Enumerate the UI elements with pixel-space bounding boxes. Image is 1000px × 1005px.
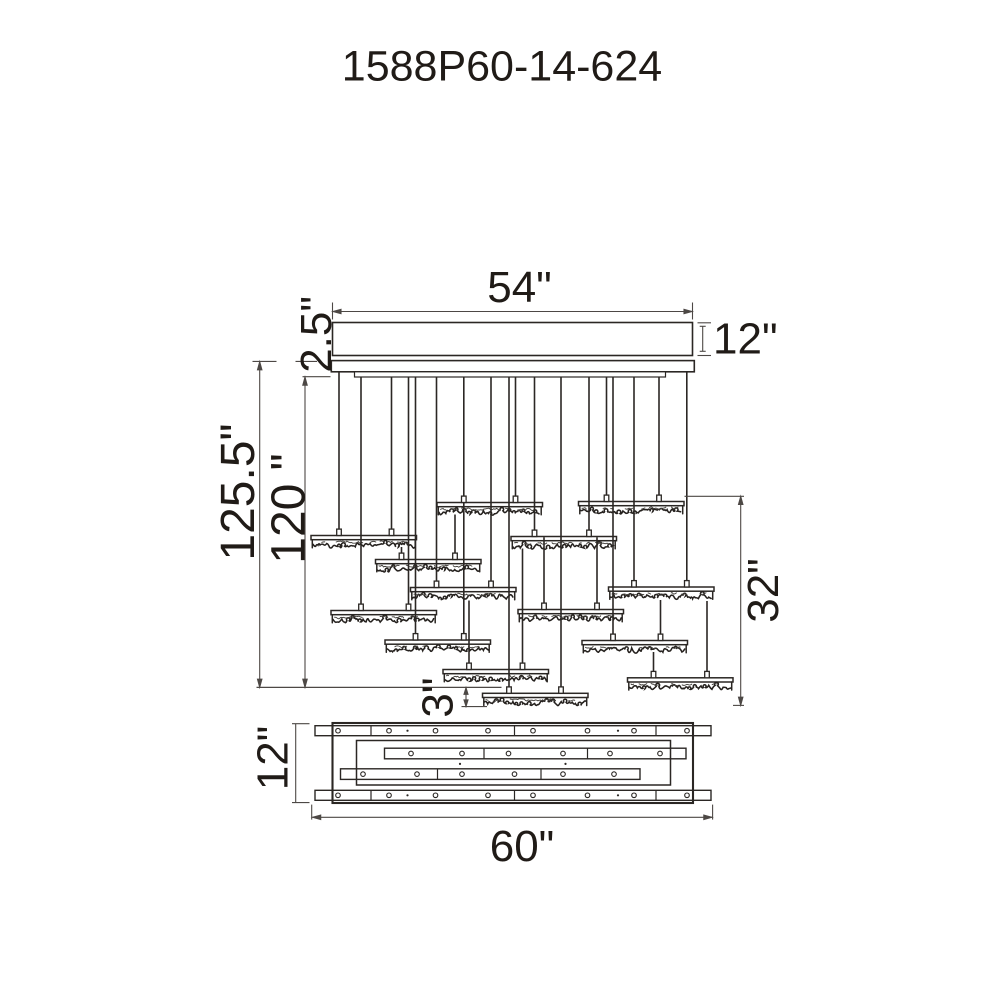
svg-text:3": 3" [414, 678, 463, 718]
svg-text:120 ": 120 " [263, 453, 316, 563]
svg-text:1588P60-14-624: 1588P60-14-624 [342, 43, 662, 91]
svg-text:125.5": 125.5" [212, 423, 265, 560]
svg-text:12": 12" [249, 726, 298, 791]
svg-text:2.5": 2.5" [292, 296, 341, 373]
svg-text:60": 60" [490, 822, 555, 871]
svg-text:32": 32" [739, 558, 788, 623]
svg-text:54": 54" [487, 263, 552, 312]
svg-text:12": 12" [713, 315, 778, 364]
